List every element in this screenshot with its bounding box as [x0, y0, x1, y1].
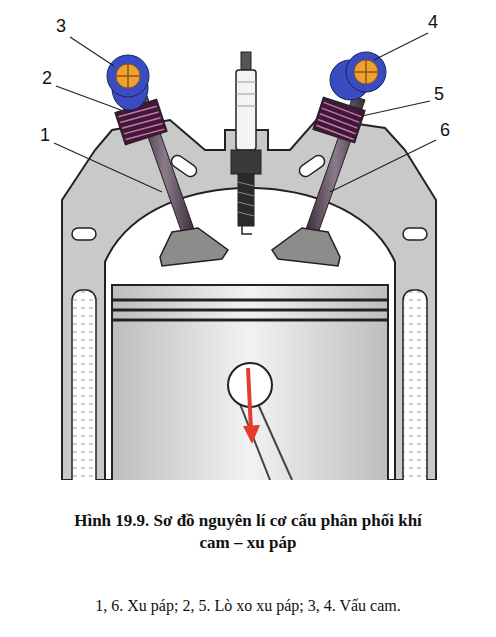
callout-number-wrap: 3 — [56, 16, 66, 36]
callout-number: 1 — [40, 125, 50, 145]
engine-illustration — [0, 0, 496, 480]
legend-note-wrap: 1, 6. Xu páp; 2, 5. Lò xo xu páp; 3, 4. … — [0, 596, 496, 616]
callout-number: 6 — [440, 120, 450, 140]
callout-number: 3 — [56, 16, 66, 36]
figure-caption-wrap: Hình 19.9. Sơ đồ nguyên lí cơ cấu phân p… — [66, 510, 430, 554]
callout-number-wrap: 4 — [428, 12, 438, 32]
callout-number-wrap: 6 — [440, 120, 450, 140]
callout-number-wrap: 1 — [40, 125, 50, 145]
callout-number: 2 — [42, 68, 52, 88]
callout-number-wrap: 5 — [434, 84, 444, 104]
callout-number: 4 — [428, 12, 438, 32]
callout-number: 5 — [434, 84, 444, 104]
callout-number-wrap: 2 — [42, 68, 52, 88]
legend-note: 1, 6. Xu páp; 2, 5. Lò xo xu páp; 3, 4. … — [0, 596, 496, 616]
figure-caption: Hình 19.9. Sơ đồ nguyên lí cơ cấu phân p… — [66, 510, 430, 554]
